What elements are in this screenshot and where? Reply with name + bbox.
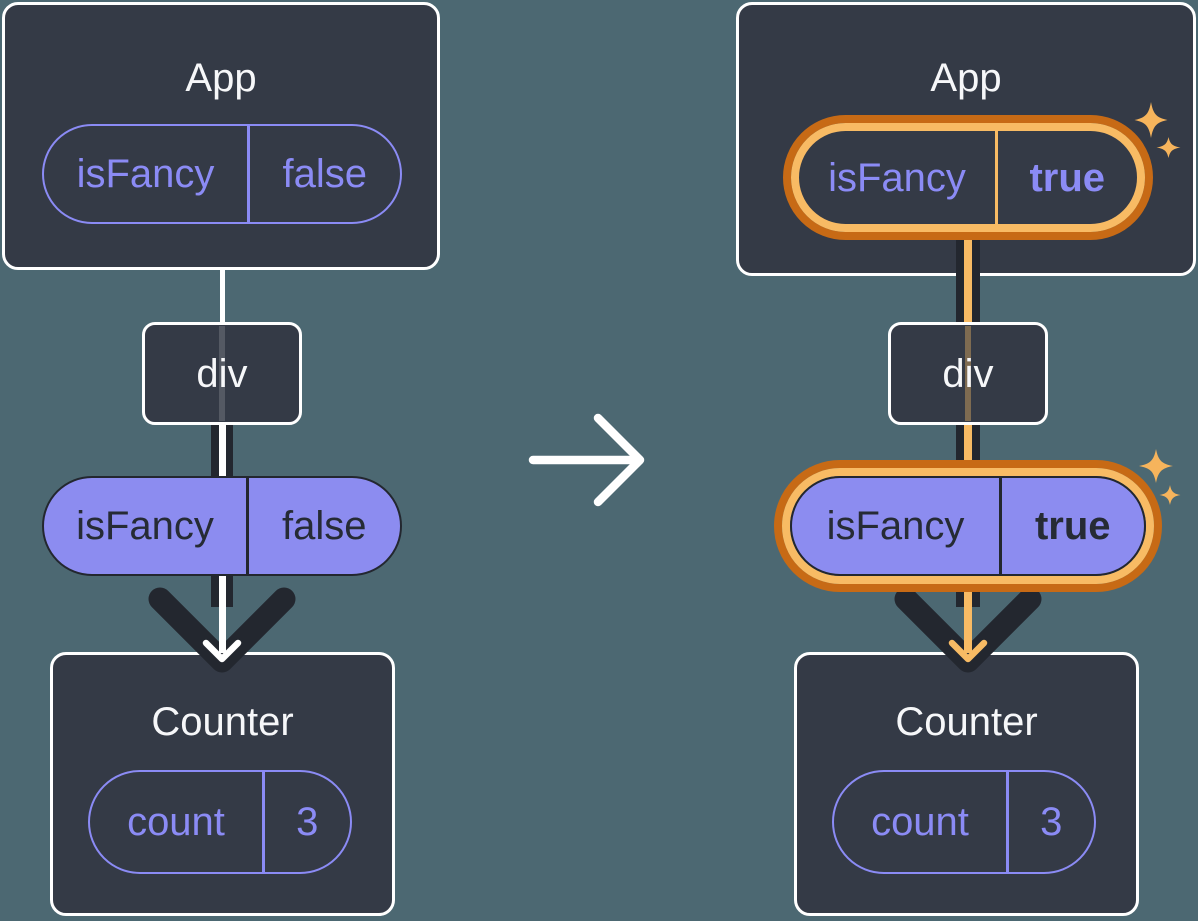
pill-divider [999, 478, 1002, 574]
prop-value: true [1034, 504, 1111, 548]
passed-props-pill-after: isFancy true [790, 476, 1146, 576]
highlight-ring-passed-after: isFancy true [774, 460, 1162, 592]
pill-divider [1006, 772, 1009, 872]
parent-connector-after-line [964, 238, 972, 326]
state-value: 3 [296, 800, 319, 844]
sparkle-icon-small-bottom [1159, 485, 1181, 505]
state-pill-before: count 3 [88, 770, 352, 874]
pill-divider [247, 126, 250, 222]
state-pill-after: count 3 [832, 770, 1096, 874]
passed-props-pill-before: isFancy false [42, 476, 402, 576]
prop-value: false [282, 504, 367, 548]
div-element-card-after [888, 322, 1048, 425]
sparkle-icon-large-bottom [1139, 449, 1173, 483]
prop-name: isFancy [76, 152, 215, 196]
prop-value: true [1029, 155, 1106, 200]
state-name: count [871, 800, 969, 844]
div-label-after: div [942, 351, 994, 396]
app-title-after: App [930, 56, 1002, 100]
parent-connector-before [219, 269, 225, 326]
highlight-ring-inner: isFancy true [782, 468, 1154, 584]
pill-divider [262, 772, 265, 872]
pill-divider [246, 478, 249, 574]
prop-value: false [282, 152, 368, 196]
prop-name: isFancy [76, 504, 214, 548]
highlight-ring-inner: isFancy true [791, 123, 1145, 232]
counter-title-after: Counter [895, 700, 1038, 744]
div-label-before: div [196, 351, 248, 396]
state-value: 3 [1040, 800, 1063, 844]
props-pill-before: isFancy false [42, 124, 402, 224]
prop-line-through-div-after [965, 326, 971, 421]
app-title-before: App [185, 56, 257, 100]
counter-title-before: Counter [151, 700, 294, 744]
div-element-card-before [142, 322, 302, 425]
pill-divider [995, 131, 998, 224]
prop-name: isFancy [828, 155, 966, 200]
prop-line-through-div-before [219, 326, 225, 421]
state-name: count [127, 800, 225, 844]
prop-name: isFancy [826, 504, 965, 548]
highlight-ring-props-after: isFancy true [783, 115, 1153, 240]
